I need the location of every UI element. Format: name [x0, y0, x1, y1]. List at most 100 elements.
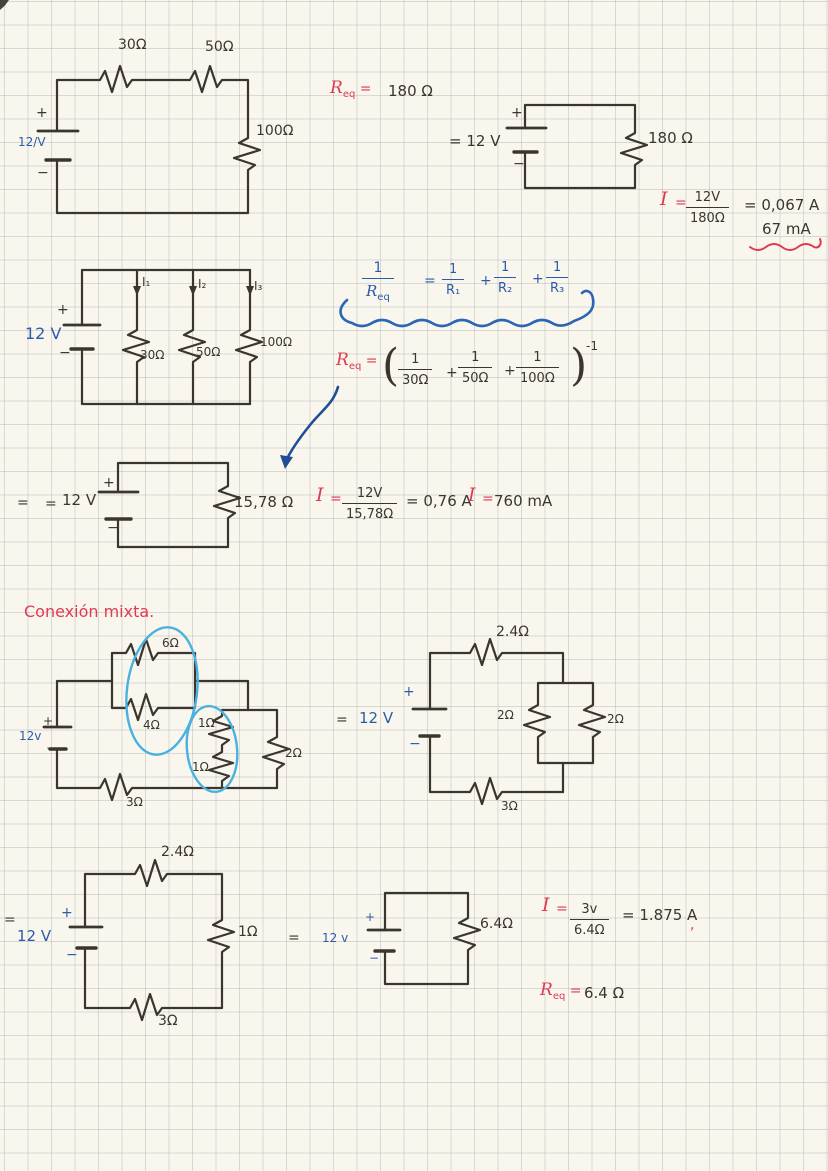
resistor-label-100: 100Ω: [260, 335, 293, 349]
fraction-numerator: 1: [373, 260, 383, 276]
battery-plus: +: [365, 910, 376, 924]
mixta-mid-wire: [193, 679, 250, 712]
resistor-label-1b: 1Ω: [192, 760, 209, 774]
equals: =: [330, 491, 342, 507]
parallel-branch-2: [177, 268, 207, 406]
parallel-circuit-outer: [80, 268, 252, 406]
fraction-1-req: 1 Req: [362, 260, 394, 303]
series-equivalent-wires: [523, 103, 649, 190]
battery-plus: +: [403, 684, 415, 700]
source-label-12v: 12 v: [322, 931, 349, 945]
equals: =: [424, 273, 436, 289]
equals: =: [288, 930, 300, 946]
formula-wavy-brace: [339, 289, 595, 328]
source-label-12v: 12 V: [359, 709, 394, 727]
resistor-label-3: 3Ω: [501, 799, 518, 813]
equals: =: [45, 496, 57, 512]
fraction-1-r2: 1 R₂: [494, 260, 517, 296]
req-label: Req =: [336, 350, 378, 372]
curved-arrow: [284, 385, 340, 463]
current-label-i3: I₃: [254, 279, 263, 293]
fraction-denominator: 50Ω: [458, 367, 493, 386]
fraction-1-100: 1 100Ω: [516, 350, 559, 386]
fraction-denominator: 100Ω: [516, 367, 559, 386]
fraction-numerator: 1: [448, 262, 458, 277]
resistor-label-2-right: 2Ω: [607, 712, 624, 726]
battery-plus: +: [36, 105, 48, 121]
resistor-label-1578: 15,78 Ω: [234, 493, 294, 511]
result-amps: = 0,76 A: [406, 492, 472, 510]
resistor-label-100: 100Ω: [256, 123, 294, 139]
battery-minus: −: [513, 156, 525, 172]
battery-plus: +: [103, 475, 115, 491]
bottom-left-wires: [83, 858, 236, 1022]
curved-arrow-head: [280, 455, 293, 469]
current-label-i1: I₁: [142, 275, 151, 289]
equals: =: [17, 495, 29, 511]
fraction-numerator: 12V: [694, 190, 721, 205]
resistor-label-3: 3Ω: [158, 1013, 178, 1029]
battery-plus: +: [57, 302, 69, 318]
fraction-12v-180: 12V 180Ω: [686, 190, 729, 226]
parallel-branch-1: [121, 268, 151, 406]
photo-corner-artifact: [0, 0, 9, 10]
fraction-numerator: 1: [500, 260, 510, 275]
current-label-i2: I₂: [198, 277, 207, 291]
req-value: 180 Ω: [388, 82, 433, 100]
current-arrow-1: [133, 286, 141, 296]
current-symbol: I: [468, 484, 476, 506]
battery-plus: +: [511, 105, 523, 121]
resistor-label-50: 50Ω: [205, 39, 234, 55]
source-label-12v: 12v: [19, 729, 42, 743]
exponent: -1: [586, 339, 598, 353]
fraction-denominator: R₃: [546, 277, 569, 296]
fraction-numerator: 12V: [356, 486, 383, 501]
fraction-numerator: 3v: [581, 902, 598, 917]
open-paren: (: [382, 340, 400, 391]
fraction-numerator: 1: [533, 350, 542, 365]
fraction-denominator: 15,78Ω: [342, 503, 398, 522]
resistor-label-6-4: 6.4Ω: [480, 916, 513, 932]
resistor-label-2-left: 2Ω: [497, 708, 514, 722]
resistor-label-3: 3Ω: [126, 795, 143, 809]
section-heading: Conexión mixta.: [24, 602, 155, 621]
resistor-label-2: 2Ω: [285, 746, 302, 760]
plus-sign: +: [480, 273, 492, 289]
current-symbol: I: [542, 894, 550, 916]
resistor-label-4: 4Ω: [143, 718, 160, 732]
battery-minus: −: [46, 741, 57, 755]
result-amps: = 0,067 A: [744, 196, 820, 214]
equals: =: [4, 912, 16, 928]
source-label-12v: 12 V: [25, 324, 62, 343]
red-comma-mark: ,: [690, 917, 695, 933]
result-milliamps: 760 mA: [494, 492, 553, 510]
series-circuit-wires: [55, 64, 262, 215]
resistor-label-6: 6Ω: [162, 636, 179, 650]
mixta-bottom-wire: [55, 747, 279, 802]
parallel-equivalent-wires: [116, 461, 242, 549]
fraction-numerator: 1: [471, 350, 480, 365]
mixta-eq-bottom: [428, 734, 565, 806]
fraction-denominator: R₂: [494, 277, 517, 296]
mixta-box1: [110, 637, 197, 722]
equals: =: [482, 491, 494, 507]
group-ellipse-6-4: [125, 626, 199, 756]
bottom-mid-wires: [383, 891, 482, 986]
battery-minus: −: [37, 165, 49, 181]
resistor-label-50: 50Ω: [196, 345, 221, 359]
parallel-branch-3: [234, 268, 264, 406]
fraction-denominator: Req: [362, 278, 394, 303]
fraction-numerator: 1: [411, 352, 420, 367]
req-label: Req =: [540, 980, 582, 1002]
req-label: Req =: [330, 78, 372, 100]
result-milliamps: 67 mA: [762, 220, 811, 238]
fraction-12v-1578: 12V 15,78Ω: [342, 486, 398, 522]
resistor-label-30: 30Ω: [140, 348, 165, 362]
resistor-label-1: 1Ω: [238, 924, 258, 940]
plus-sign: +: [504, 363, 516, 379]
mixta-eq-top: [428, 637, 565, 711]
mixta-main-left: [55, 679, 114, 729]
fraction-denominator: 180Ω: [686, 207, 729, 226]
